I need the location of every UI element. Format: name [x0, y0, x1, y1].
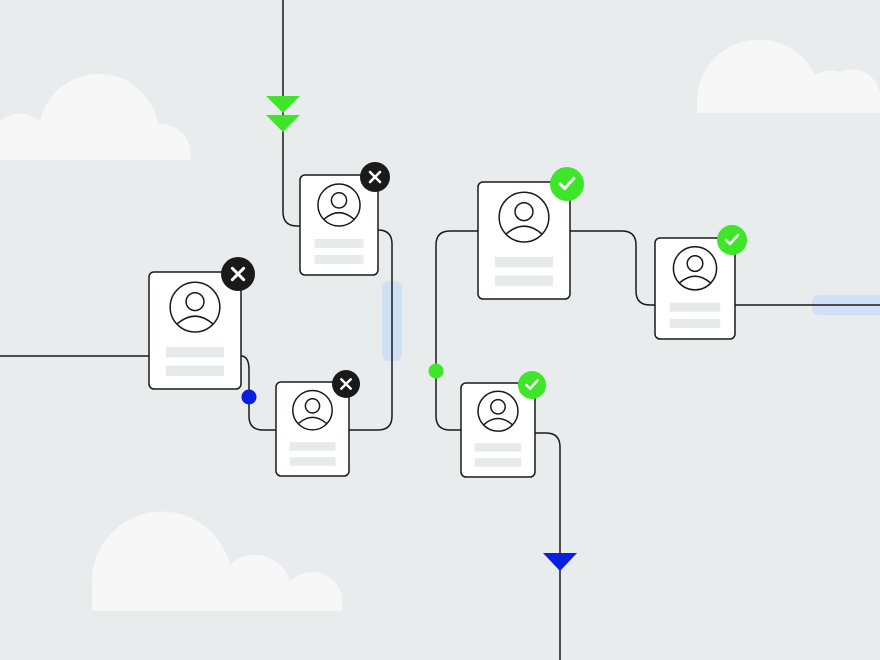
placeholder-line [669, 318, 721, 328]
placeholder-line [495, 275, 553, 287]
placeholder-line [669, 302, 721, 312]
placeholder-line [474, 458, 522, 467]
cloud-top-right [697, 39, 880, 113]
placeholder-line [166, 365, 224, 377]
placeholder-line [314, 255, 364, 264]
user-avatar-icon [317, 183, 361, 227]
x-badge-icon [360, 162, 390, 192]
profile-card-d[interactable] [477, 167, 584, 300]
user-avatar-icon [292, 389, 333, 431]
green-node-dot [428, 363, 444, 379]
x-badge-icon [221, 257, 255, 291]
profile-card-b[interactable] [148, 257, 255, 390]
user-avatar-icon [498, 191, 550, 243]
placeholder-line [474, 443, 522, 452]
cloud-bottom [92, 511, 343, 611]
profile-card-a[interactable] [299, 162, 390, 276]
placeholder-line [166, 346, 224, 358]
check-badge-icon [550, 167, 584, 201]
profile-card-f[interactable] [460, 371, 546, 478]
placeholder-line [495, 256, 553, 268]
double-chevron-down-icon [266, 96, 300, 132]
profile-card-e[interactable] [654, 225, 747, 340]
check-badge-icon [518, 371, 546, 399]
user-avatar-icon [169, 281, 221, 333]
placeholder-line [289, 457, 336, 466]
x-badge-icon [332, 370, 360, 398]
triangle-down-icon [543, 553, 577, 571]
user-avatar-icon [672, 245, 718, 291]
blue-node-dot [241, 389, 257, 405]
check-badge-icon [717, 225, 747, 255]
profile-card-c[interactable] [275, 370, 360, 477]
placeholder-line [314, 239, 364, 248]
user-avatar-icon [477, 390, 519, 432]
placeholder-line [289, 442, 336, 451]
cloud-top-left [0, 73, 191, 160]
